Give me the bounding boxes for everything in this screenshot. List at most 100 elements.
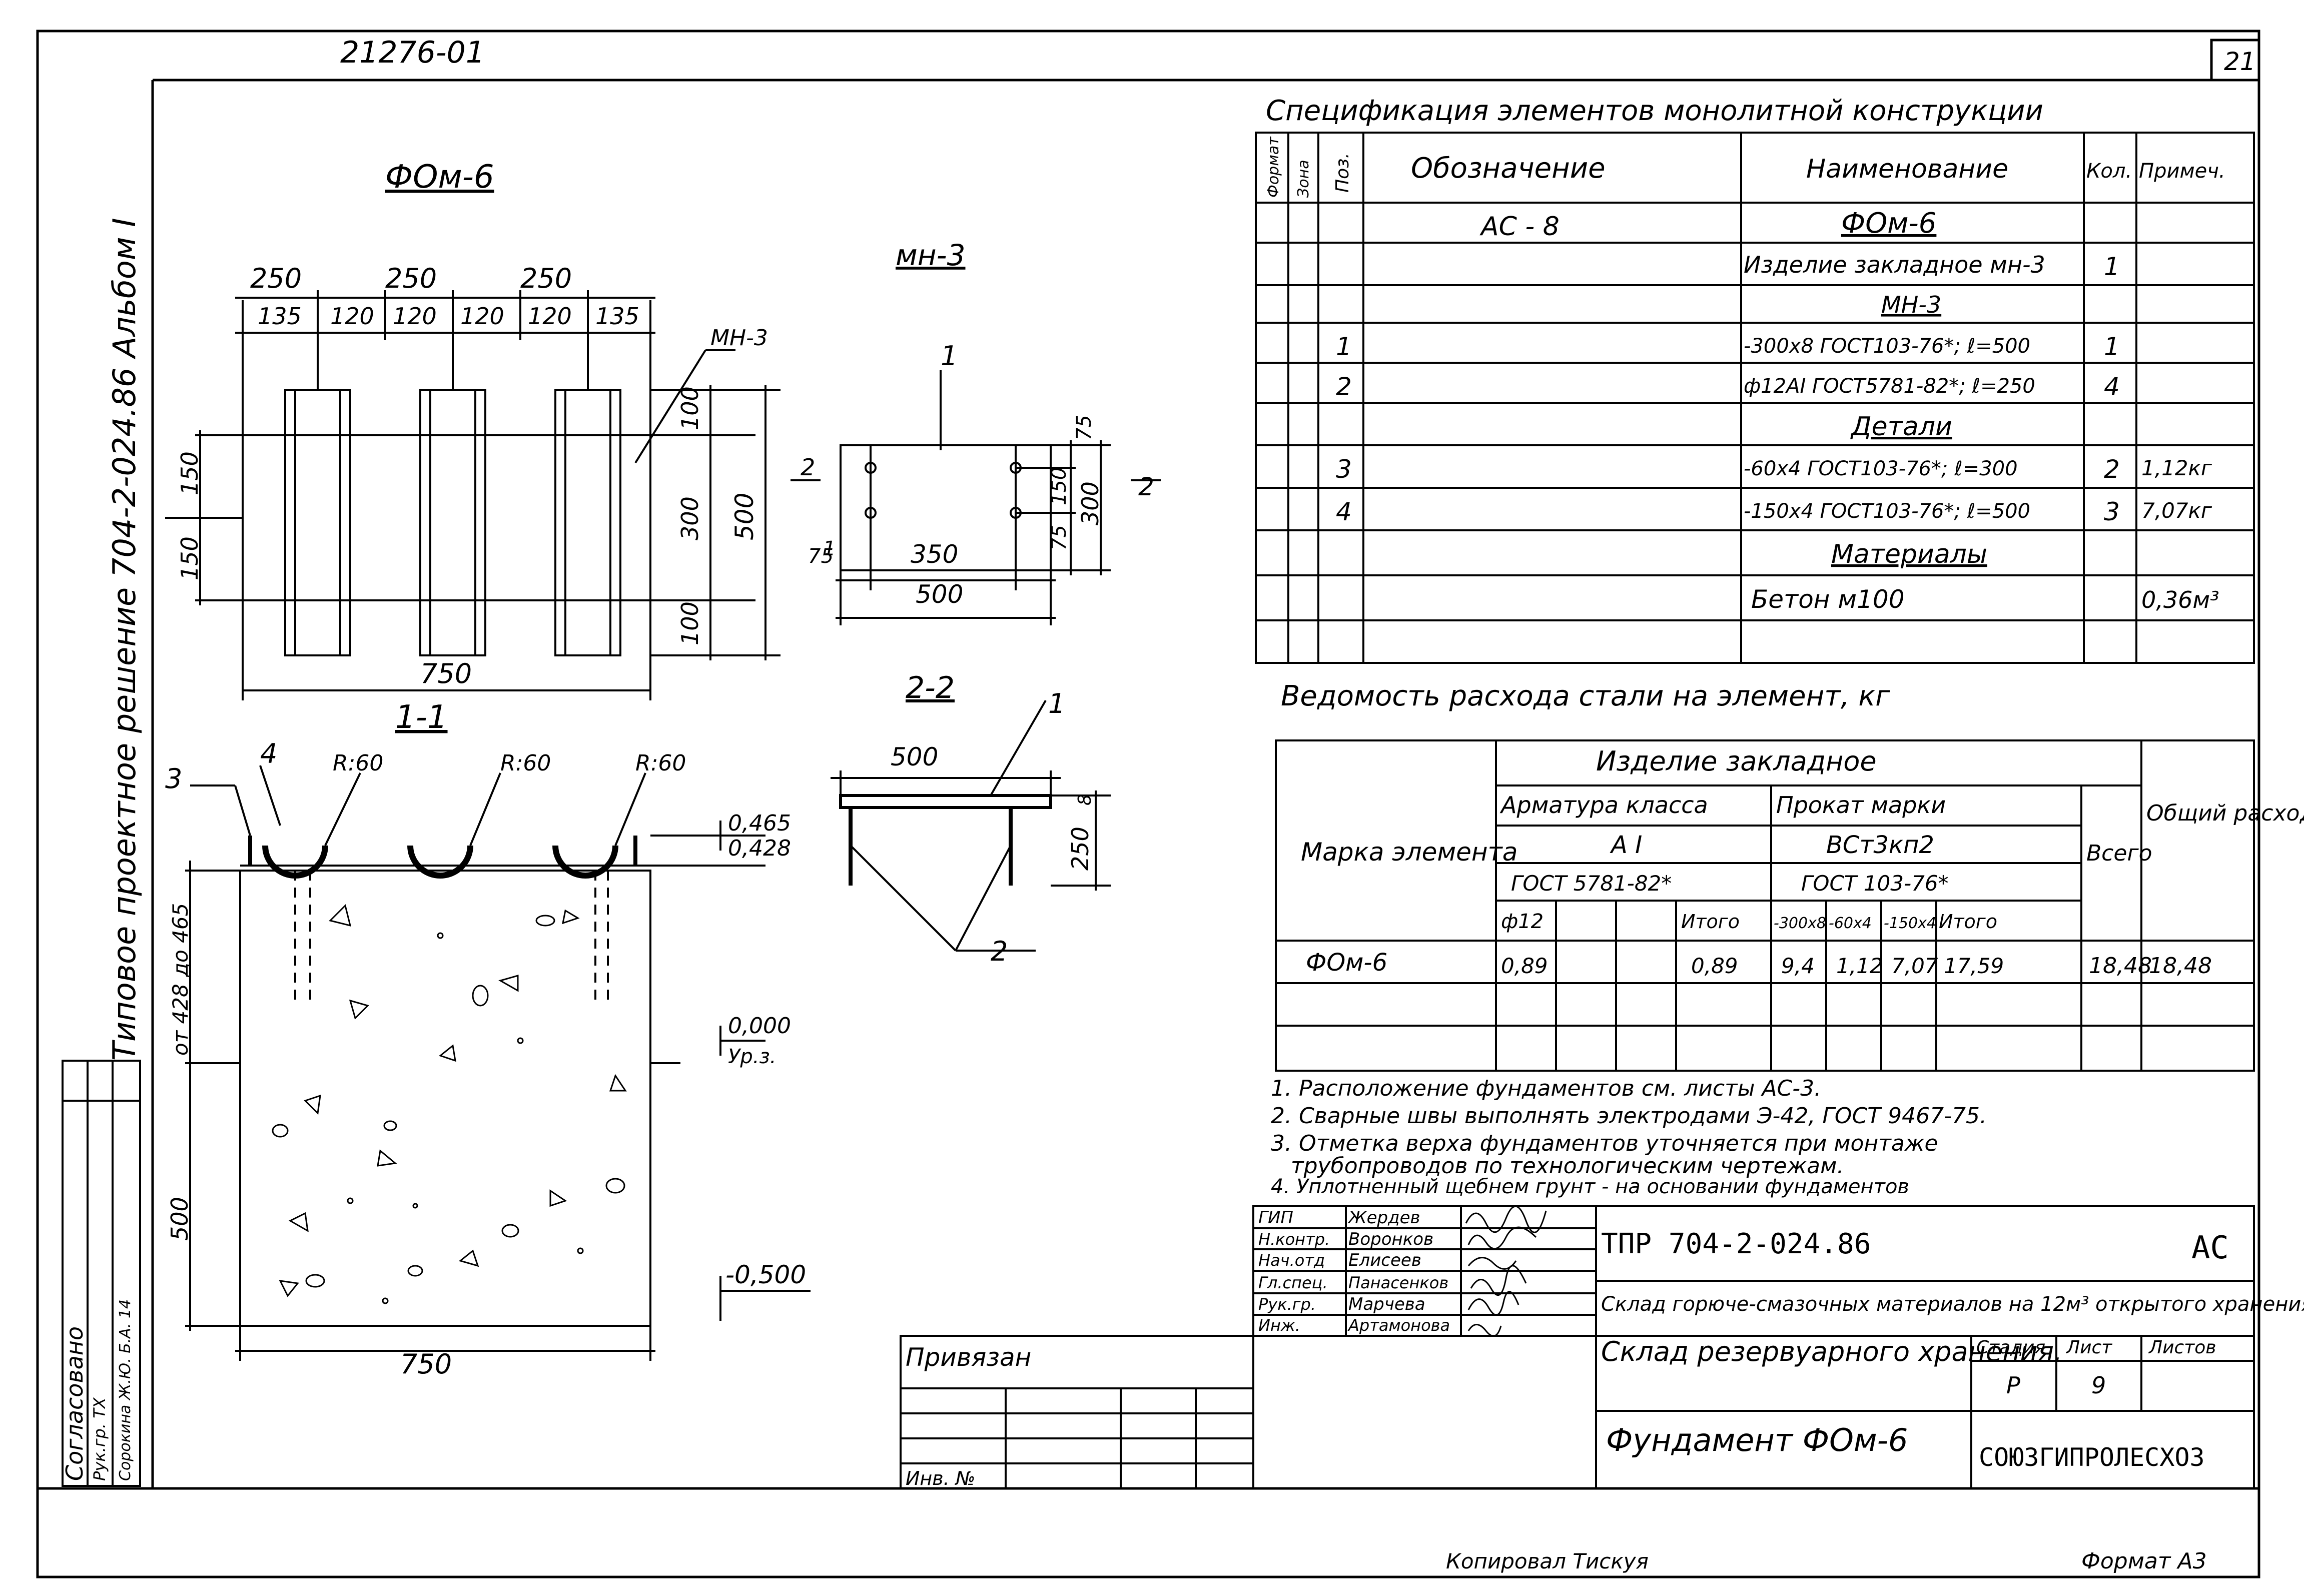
sec11-elev-000: 0,000 (728, 1013, 791, 1039)
stamp-object: Склад горюче-смазочных материалов на 12м… (1601, 1293, 2304, 1316)
mn3-view: мн-3 1 350 500 75 150 75 300 75 (791, 238, 1161, 625)
spec-r7-note: 7,07кг (2141, 498, 2212, 523)
spec-r4-name: ф12АI ГОСТ5781-82*; ℓ=250 (1744, 375, 2035, 398)
note-1: 1. Расположение фундаментов см. листы АС… (1271, 1076, 1821, 1101)
steel-title: Ведомость расхода стали на элемент, кг (1281, 680, 1890, 712)
sec22-leader-2: 2 (991, 936, 1008, 967)
stamp-stage: Р (2006, 1372, 2020, 1399)
mn3-cut-right: 2 (1138, 472, 1154, 501)
sec22-leader-1: 1 (1048, 688, 1065, 719)
spec-r7-qty: 3 (2104, 497, 2120, 526)
sec22-title: 2-2 (906, 670, 955, 705)
steel-h-prok-class: ВСт3кп2 (1826, 831, 1934, 859)
plan-label-mn3: МН-3 (710, 325, 768, 351)
plan-dim-sub-3: 120 (393, 303, 437, 330)
steel-sub-7: -150х4 (1884, 915, 1936, 932)
steel-row-60x4: 1,12 (1836, 954, 1883, 978)
spec-r2-name: МН-3 (1881, 291, 1941, 318)
spec-r1-name: Изделие закладное мн-3 (1744, 251, 2045, 278)
mn3-title: мн-3 (896, 238, 966, 272)
steel-h-arm: Арматура класса (1499, 791, 1708, 819)
sheet-format: Формат А3 (2081, 1548, 2207, 1574)
plan-dim-sub-1: 135 (258, 303, 302, 330)
spec-r0-name: ФОм-6 (1841, 207, 1936, 240)
approval-agreed: Согласовано (61, 1326, 88, 1481)
plan-dim-right-2: 300 (676, 496, 703, 540)
stamp-building: Склад резервуарного хранения. (1601, 1336, 2062, 1367)
stamp-drawing: Фундамент ФОм-6 (1606, 1422, 1908, 1458)
steel-h-total: Всего (2086, 841, 2152, 866)
mn3-dim-350: 350 (911, 540, 958, 569)
mn3-dim-75c: 75 (808, 545, 834, 568)
spec-h-qty: Кол. (2086, 160, 2132, 183)
title-block: ГИП Н.контр. Нач.отд Гл.спец. Рук.гр. Ин… (900, 1205, 2304, 1489)
tied-label: Привязан (906, 1343, 1031, 1372)
spec-r3-name: -300х8 ГОСТ103-76*; ℓ=500 (1744, 335, 2030, 358)
plan-dim-right-3: 100 (676, 601, 703, 645)
section-1-1: 1-1 (165, 699, 811, 1380)
spec-h-format: Формат (1265, 136, 1282, 198)
sec11-elev-465: 0,465 (728, 811, 791, 836)
spec-r9-note: 0,36м³ (2141, 586, 2219, 613)
plan-title: ФОм-6 (385, 159, 494, 196)
plan-dim-left-2: 150 (176, 536, 203, 580)
spec-r6-qty: 2 (2104, 455, 2120, 484)
approval-row-1: Рук.гр. ТХ (90, 1397, 109, 1481)
steel-row-150x4: 7,07 (1891, 954, 1938, 978)
steel-h-prok-gost: ГОСТ 103-76* (1801, 871, 1949, 896)
spec-r5-name: Детали (1850, 412, 1952, 442)
plan-dim-top-2: 250 (385, 263, 437, 294)
mn3-leader-1: 1 (941, 340, 958, 372)
sec11-label-4: 4 (260, 738, 277, 769)
spec-h-name: Наименование (1806, 154, 2008, 184)
stamp-name-1: Жердев (1347, 1208, 1420, 1228)
sec11-dim-750: 750 (400, 1348, 452, 1380)
spec-r4-pos: 2 (1336, 372, 1352, 401)
stamp-org: СОЮЗГИПРОЛЕСХОЗ (1979, 1443, 2205, 1472)
sec11-ground-level: Ур.з. (728, 1045, 776, 1068)
steel-row-arm-total: 0,89 (1691, 954, 1738, 978)
plan-dim-sub-5: 120 (528, 303, 572, 330)
steel-row-300x8: 9,4 (1781, 954, 1815, 978)
sec11-elev-428: 0,428 (728, 836, 791, 861)
plan-dim-left-1: 150 (176, 451, 203, 495)
stamp-name-3: Елисеев (1348, 1250, 1421, 1270)
stamp-code: ТПР 704-2-024.86 (1601, 1228, 1871, 1260)
spec-title: Спецификация элементов монолитной констр… (1266, 95, 2043, 127)
stamp-name-5: Марчева (1348, 1294, 1425, 1314)
spec-h-designation: Обозначение (1411, 152, 1606, 185)
steel-sub-6: -60х4 (1829, 915, 1872, 932)
plan-dim-sub-2: 120 (330, 303, 374, 330)
plan-dim-sub-6: 135 (595, 303, 639, 330)
plan-dim-bottom: 750 (420, 658, 472, 689)
spec-r6-name: -60х4 ГОСТ103-76*; ℓ=300 (1744, 457, 2018, 480)
stamp-sheet-header: Лист (2065, 1337, 2112, 1358)
steel-h-prok: Прокат марки (1776, 791, 1946, 819)
spec-h-zone: Зона (1295, 160, 1312, 198)
plan-dim-top-3: 250 (520, 263, 572, 294)
steel-table: Ведомость расхода стали на элемент, кг М… (1275, 680, 2304, 1072)
steel-row-general: 18,48 (2149, 953, 2212, 979)
stamp-role-5: Рук.гр. (1258, 1295, 1316, 1314)
plan-dim-top-1: 250 (250, 263, 302, 294)
sec11-radius-3: R:60 (635, 750, 686, 776)
sec11-label-3: 3 (165, 763, 182, 794)
sec11-vertical-label: от 428 до 465 (168, 903, 193, 1056)
steel-row-total: 18,48 (2089, 953, 2152, 979)
approval-strip (62, 1060, 141, 1487)
steel-sub-1: ф12 (1501, 910, 1544, 933)
stamp-role-3: Нач.отд (1258, 1251, 1325, 1270)
mn3-dim-75a: 75 (1073, 415, 1096, 440)
note-2: 2. Сварные швы выполнять электродами Э-4… (1271, 1103, 1987, 1129)
stamp-role-1: ГИП (1258, 1208, 1293, 1228)
steel-row-prok-total: 17,59 (1944, 954, 2004, 978)
spec-r3-pos: 1 (1336, 332, 1352, 361)
stamp-name-2: Воронков (1348, 1229, 1433, 1249)
mn3-dim-75b: 75 (1048, 525, 1071, 550)
side-strip-title: Типовое проектное решение 704-2-024.86 А… (106, 218, 143, 1061)
plan-dim-total-right: 500 (730, 493, 759, 540)
mn3-cut-left-2: 1 (823, 537, 836, 560)
mn3-dim-500: 500 (916, 580, 963, 609)
spec-r0-designation: АС - 8 (1479, 212, 1560, 242)
spec-r4-qty: 4 (2104, 372, 2120, 401)
